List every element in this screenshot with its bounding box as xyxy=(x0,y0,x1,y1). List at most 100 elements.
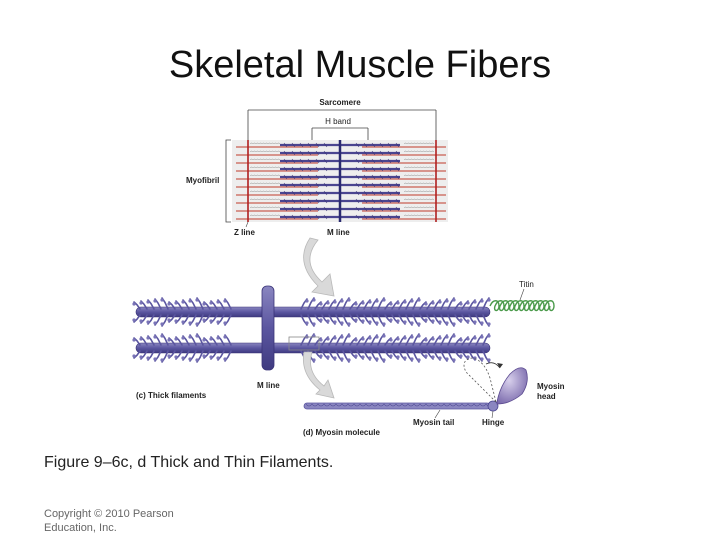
myofibril-crossbridge xyxy=(355,166,360,172)
myofibril-crossbridge xyxy=(355,174,360,180)
copyright-line-2: Education, Inc. xyxy=(44,522,117,534)
myosin-head-tip xyxy=(473,300,477,304)
myofibril-crossbridge xyxy=(291,190,296,196)
myosin-head-tip xyxy=(319,302,323,306)
myofibril-crossbridge xyxy=(291,174,296,180)
myosin-head-tip xyxy=(480,335,484,339)
myofibril-crossbridge xyxy=(387,182,392,188)
myofibril-crossbridge xyxy=(395,198,400,204)
myosin-head-tip xyxy=(333,356,337,360)
myosin-head-tip xyxy=(403,320,407,324)
m-line-top-label: M line xyxy=(327,228,350,237)
myofibril-titin xyxy=(249,158,281,161)
zoom-arrow-2 xyxy=(302,351,335,399)
myofibril-crossbridge xyxy=(323,190,328,196)
myosin-head-tip xyxy=(333,300,337,304)
myosin-head-tip xyxy=(417,358,421,362)
myosin-head-tip xyxy=(188,299,192,303)
myosin-head-tip xyxy=(396,301,400,305)
myosin-head-tip xyxy=(174,319,178,323)
myofibril-crossbridge xyxy=(379,214,384,220)
myofibril-crossbridge xyxy=(387,142,392,148)
myofibril-crossbridge xyxy=(323,142,328,148)
myofibril-titin xyxy=(249,174,281,177)
myofibril-crossbridge xyxy=(355,214,360,220)
myofibril-crossbridge xyxy=(355,198,360,204)
myosin-head-tip xyxy=(368,356,372,360)
myofibril-crossbridge xyxy=(395,174,400,180)
myosin-head-tip xyxy=(312,358,316,362)
myosin-head-tip xyxy=(410,357,414,361)
myofibril-crossbridge xyxy=(363,150,368,156)
myofibril-crossbridge xyxy=(379,142,384,148)
myosin-head-tip xyxy=(410,321,414,325)
selection-box xyxy=(288,336,320,351)
myosin-head-tip xyxy=(305,321,309,325)
myofibril-crossbridge xyxy=(387,214,392,220)
myosin-head-tip xyxy=(452,322,456,326)
myosin-head-tip xyxy=(480,299,484,303)
myosin-head-label-2: head xyxy=(537,392,556,401)
myofibril-crossbridge xyxy=(315,198,320,204)
myofibril-crossbridge xyxy=(315,182,320,188)
myofibril-crossbridge xyxy=(307,206,312,212)
myofibril-crossbridge xyxy=(299,174,304,180)
head-motion-arrow xyxy=(485,362,501,369)
myosin-head-tip xyxy=(174,355,178,359)
myofibril-titin xyxy=(403,182,435,185)
myosin-head-tip xyxy=(146,336,150,340)
myosin-head-tip xyxy=(466,301,470,305)
myosin-head-tip xyxy=(375,335,379,339)
myofibril-crossbridge xyxy=(307,198,312,204)
myosin-head-tip xyxy=(445,357,449,361)
myofibril-crossbridge xyxy=(363,174,368,180)
slide-title: Skeletal Muscle Fibers xyxy=(168,44,552,86)
myosin-head-tip xyxy=(181,336,185,340)
myosin-head-tip xyxy=(410,335,414,339)
myosin-molecule-panel: Myosin head Myosin tail Hinge (d) Myosin… xyxy=(303,357,565,437)
myosin-head-tip xyxy=(459,354,463,358)
myosin-head-tip xyxy=(340,357,344,361)
myosin-head-tip xyxy=(459,318,463,322)
myosin-head-tip xyxy=(438,356,442,360)
myosin-head-tip xyxy=(424,302,428,306)
myosin-head-tip xyxy=(438,336,442,340)
myosin-head-tip xyxy=(319,354,323,358)
myosin-head-alt-position xyxy=(463,357,497,404)
myofibril-crossbridge xyxy=(283,174,288,180)
myosin-head-tip xyxy=(223,299,227,303)
myosin-head-tip xyxy=(431,337,435,341)
myosin-head-tip xyxy=(195,358,199,362)
myofibril-crossbridge xyxy=(291,182,296,188)
myofibril-titin xyxy=(249,142,281,145)
myofibril-crossbridge xyxy=(299,150,304,156)
myosin-head-tip xyxy=(326,355,330,359)
myofibril-titin xyxy=(403,190,435,193)
myofibril-crossbridge xyxy=(323,166,328,172)
myosin-head-tip xyxy=(459,302,463,306)
myosin-head-tip xyxy=(347,334,351,338)
hinge xyxy=(487,400,499,412)
myofibril-titin xyxy=(403,142,435,145)
myofibril-crossbridge xyxy=(307,214,312,220)
myofibril-crossbridge xyxy=(387,158,392,164)
myosin-head-tip xyxy=(216,300,220,304)
myosin-head-tip xyxy=(160,298,164,302)
myofibril-crossbridge xyxy=(291,198,296,204)
myofibril-crossbridge xyxy=(363,142,368,148)
myofibril-crossbridge xyxy=(283,166,288,172)
myosin-head-tip xyxy=(340,299,344,303)
myofibril-crossbridge xyxy=(379,182,384,188)
myosin-head-tip xyxy=(438,300,442,304)
myosin-head-tip xyxy=(209,355,213,359)
myofibril-crossbridge xyxy=(363,198,368,204)
myosin-head-tip xyxy=(202,354,206,358)
myofibril-crossbridge xyxy=(291,158,296,164)
thick-filaments-panel: Titin M line (c) Thick filaments xyxy=(132,280,555,400)
titin-coil xyxy=(489,300,555,312)
myosin-head-tip xyxy=(174,337,178,341)
myofibril-bracket xyxy=(225,139,231,223)
myofibril-crossbridge xyxy=(283,182,288,188)
myosin-head-tip xyxy=(160,334,164,338)
